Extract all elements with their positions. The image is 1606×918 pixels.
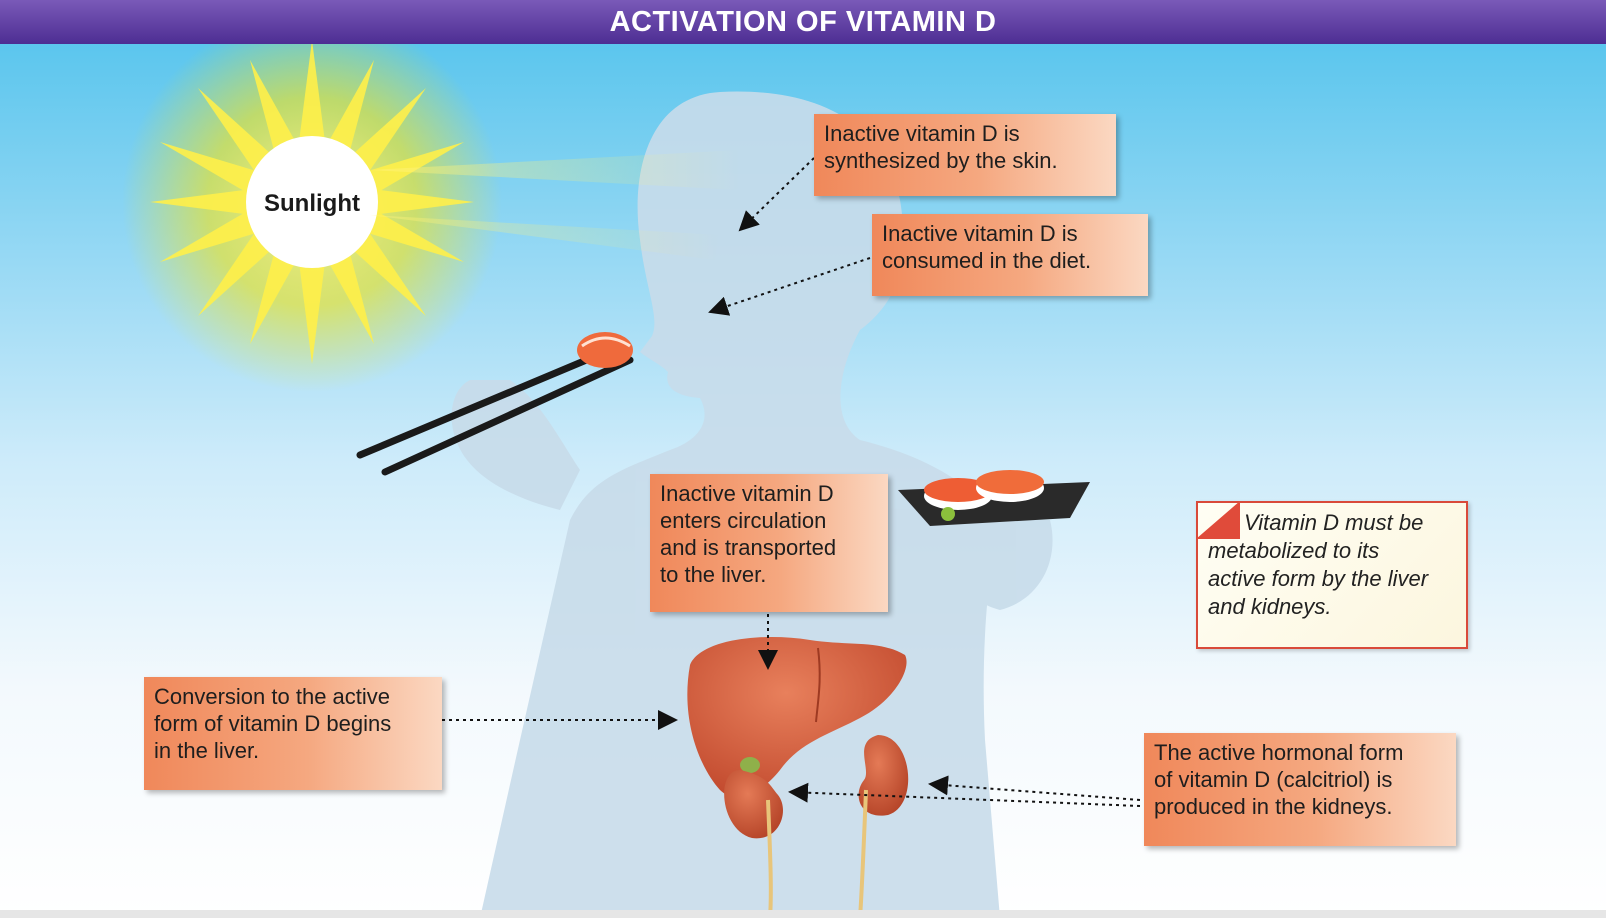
callout-kidney-activation: The active hormonal form of vitamin D (c… bbox=[1144, 733, 1456, 846]
summary-note-text: Vitamin D must be metabolized to its act… bbox=[1208, 510, 1429, 619]
title-bar: ACTIVATION OF VITAMIN D bbox=[0, 0, 1606, 44]
callout-circulation: Inactive vitamin D enters circulation an… bbox=[650, 474, 888, 612]
summary-note: Vitamin D must be metabolized to its act… bbox=[1196, 501, 1468, 649]
sun-icon bbox=[122, 12, 502, 392]
callout-liver-conversion: Conversion to the active form of vitamin… bbox=[144, 677, 442, 790]
kidney-icons bbox=[724, 735, 909, 918]
sunlight-label: Sunlight bbox=[264, 190, 360, 217]
page-title: ACTIVATION OF VITAMIN D bbox=[609, 5, 997, 38]
callout-diet-intake: Inactive vitamin D is consumed in the di… bbox=[872, 214, 1148, 296]
bottom-divider bbox=[0, 910, 1606, 918]
page-fold-icon bbox=[1196, 501, 1240, 539]
light-beams bbox=[370, 150, 740, 260]
pathway-arrows bbox=[442, 157, 1141, 807]
callout-skin-synthesis: Inactive vitamin D is synthesized by the… bbox=[814, 114, 1116, 196]
sushi-plate-icon bbox=[898, 470, 1090, 526]
chopsticks-icon bbox=[356, 332, 634, 476]
liver-icon bbox=[687, 637, 907, 798]
